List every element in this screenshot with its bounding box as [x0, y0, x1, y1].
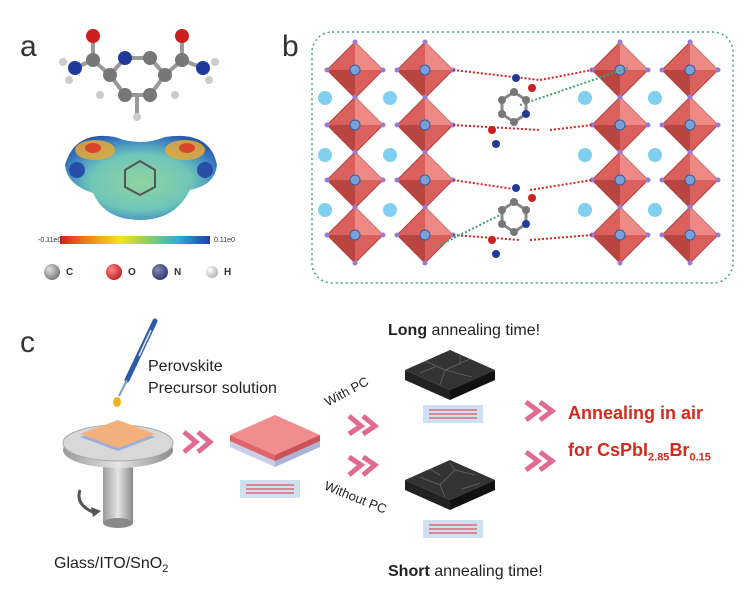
pbx6-octahedron — [659, 149, 721, 211]
arrow-annealing-top — [524, 400, 557, 422]
precursor-label-line2: Precursor solution — [148, 380, 277, 397]
composition-sub1: 2.85 — [648, 451, 670, 464]
arrow-to-film — [182, 430, 214, 454]
legend-dot-n — [152, 264, 168, 280]
arrow-annealing-bottom — [524, 450, 557, 472]
pbx6-octahedron — [659, 204, 721, 266]
long-rest: annealing time! — [427, 322, 541, 339]
pbx6-octahedron — [324, 149, 386, 211]
hydrogen-bond — [452, 234, 521, 241]
substrate-label: Glass/ITO/SnO2 — [54, 555, 168, 575]
composition-label: for CsPbI2.85Br0.15 — [568, 440, 711, 464]
cs-cation — [578, 148, 592, 162]
cs-cation — [383, 148, 397, 162]
short-bold: Short — [388, 563, 430, 580]
arrow-with-pc — [347, 414, 380, 437]
pc-molecule — [488, 74, 536, 148]
with-pc-label: With PC — [322, 373, 372, 410]
pbx6-octahedron — [659, 39, 721, 101]
legend-label-h: H — [224, 267, 232, 278]
n-pb-interaction — [519, 67, 629, 106]
legend-label-n: N — [174, 267, 182, 278]
cs-cation — [578, 203, 592, 217]
cs-cation — [318, 148, 332, 162]
panel-letter-c: c — [20, 326, 35, 359]
panel-letter-a: a — [20, 30, 37, 63]
annealed-film-bottom — [405, 460, 495, 510]
pbx6-octahedron — [659, 94, 721, 156]
panel-letter-b: b — [282, 30, 299, 63]
cs-cation — [648, 91, 662, 105]
esp-surface-map — [65, 135, 217, 220]
pbx6-octahedron — [394, 39, 456, 101]
hydrogen-bond — [452, 179, 521, 191]
film-cross-section-bottom — [423, 520, 483, 538]
wet-film-illustration — [230, 415, 320, 467]
substrate-label-sub: 2 — [162, 563, 169, 576]
legend-dot-c — [44, 264, 60, 280]
pbx6-octahedron — [589, 204, 651, 266]
dotted-boundary — [311, 31, 734, 284]
hydrogen-bond — [539, 69, 593, 81]
cs-cation — [648, 148, 662, 162]
film-cross-section-center — [240, 480, 300, 498]
hydrogen-bond — [549, 124, 593, 131]
film-cross-section-top — [423, 405, 483, 423]
legend-label-c: C — [66, 267, 74, 278]
n-pb-interaction — [439, 214, 501, 246]
hydrogen-bond — [452, 69, 541, 81]
annealed-film-top — [405, 350, 495, 400]
precursor-label-line1: Perovskite — [148, 358, 223, 375]
arrow-without-pc — [347, 454, 380, 477]
composition-sub2: 0.15 — [689, 451, 711, 464]
pbx6-octahedron — [324, 94, 386, 156]
short-annealing-label: Short annealing time! — [388, 563, 543, 581]
substrate-label-text: Glass/ITO/SnO — [54, 555, 163, 572]
atom-legend: C O N H — [44, 262, 244, 282]
pbx6-octahedron — [324, 39, 386, 101]
pc-molecule — [488, 184, 536, 258]
color-scale-min: -0.11e0 — [38, 237, 62, 244]
short-rest: annealing time! — [429, 563, 543, 580]
pbx6-octahedron — [589, 94, 651, 156]
pipette-icon — [113, 318, 158, 407]
hydrogen-bond — [452, 124, 541, 131]
annealing-in-air-label: Annealing in air — [568, 403, 704, 423]
pbx6-octahedron — [394, 204, 456, 266]
composition-br: Br — [669, 440, 690, 460]
pbx6-octahedron — [394, 149, 456, 211]
legend-dot-h — [206, 266, 218, 278]
color-scale-bar — [60, 236, 210, 244]
pbx6-octahedron — [324, 204, 386, 266]
without-pc-label: Without PC — [322, 478, 389, 517]
spin-coater-illustration — [62, 420, 174, 528]
hydrogen-bond — [529, 234, 593, 241]
cs-cation — [648, 203, 662, 217]
pbx6-octahedron — [589, 149, 651, 211]
hydrogen-bond — [529, 179, 593, 191]
composition-prefix: for CsPbI — [568, 440, 649, 460]
crystal-structure-diagram — [311, 31, 734, 284]
long-bold: Long — [388, 322, 428, 339]
cs-cation — [383, 203, 397, 217]
pbx6-octahedron — [394, 94, 456, 156]
cs-cation — [318, 91, 332, 105]
molecule-ball-stick — [59, 29, 219, 121]
long-annealing-label: Long annealing time! — [388, 322, 540, 340]
cs-cation — [578, 91, 592, 105]
cs-cation — [318, 203, 332, 217]
legend-dot-o — [106, 264, 122, 280]
cs-cation — [383, 91, 397, 105]
legend-label-o: O — [128, 267, 136, 278]
color-scale-max: 0.11e0 — [214, 237, 235, 244]
